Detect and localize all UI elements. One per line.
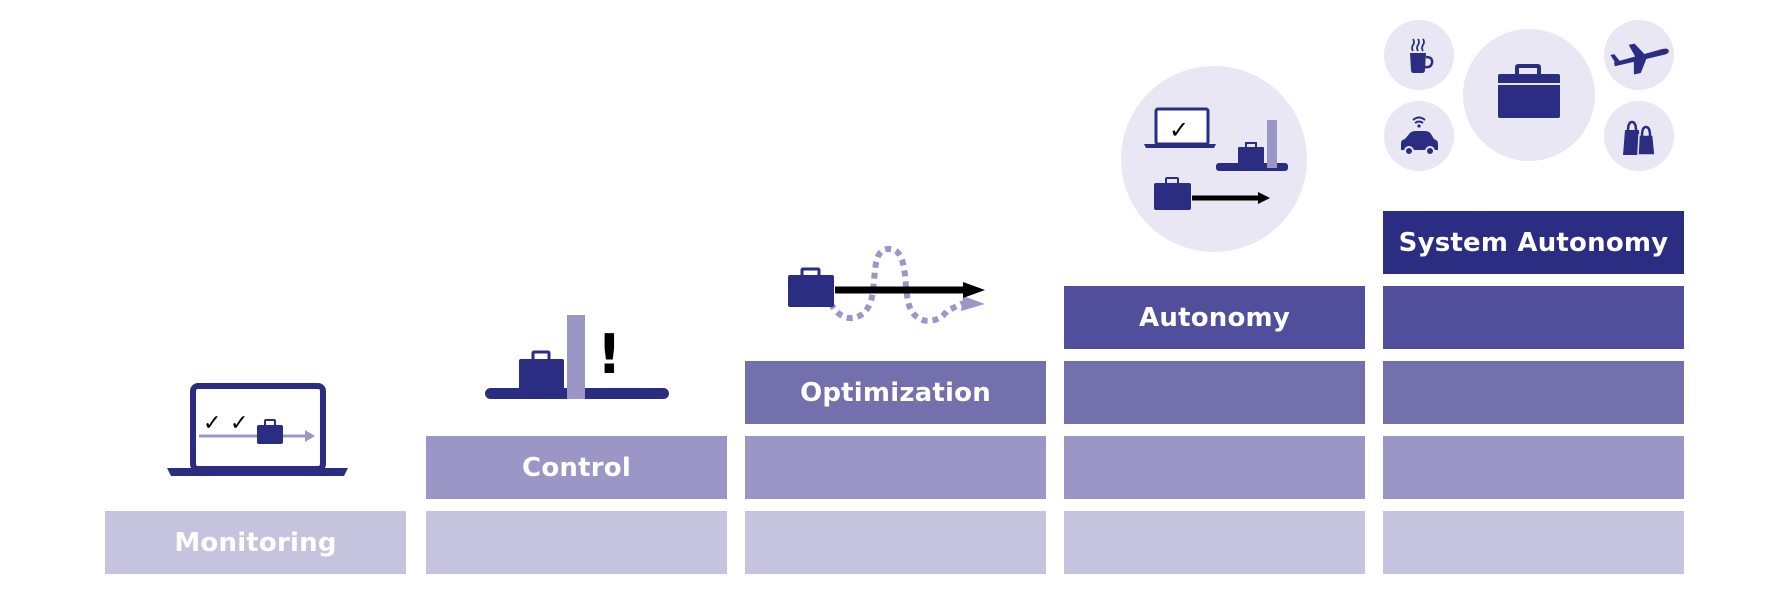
autonomy-level-block: Autonomy <box>1064 286 1365 349</box>
control-base-block <box>426 511 727 574</box>
level-label-system-autonomy: System Autonomy <box>1398 227 1669 258</box>
system-autonomy-stack-block-3 <box>1383 361 1684 424</box>
autonomy-stack-block-3 <box>1064 361 1365 424</box>
airplane-icon <box>1604 20 1674 90</box>
system-autonomy-stack-block-4 <box>1383 286 1684 349</box>
autonomy-stack-block-2 <box>1064 436 1365 499</box>
control-level-block: Control <box>426 436 727 499</box>
checkmark-icon: ✓ <box>203 411 221 436</box>
optimization-stack-block-2 <box>745 436 1046 499</box>
suitcase-route-arrow-icon <box>788 245 985 324</box>
monitoring-level-block: Monitoring <box>105 511 406 574</box>
level-label-monitoring: Monitoring <box>174 527 337 558</box>
connected-car-icon <box>1384 101 1454 171</box>
level-label-control: Control <box>522 452 631 483</box>
level-label-autonomy: Autonomy <box>1139 302 1290 333</box>
suitcase-barrier-alert-icon: ! <box>485 315 669 399</box>
laptop-checkmarks-suitcase-icon: ✓ ✓ <box>167 383 348 476</box>
shopping-bags-icon <box>1604 101 1674 171</box>
autonomy-base-block <box>1064 511 1365 574</box>
system-autonomy-level-block: System Autonomy <box>1383 211 1684 274</box>
system-autonomy-base-block <box>1383 511 1684 574</box>
combined-circle-icon: ✓ <box>1121 66 1307 252</box>
checkmark-icon: ✓ <box>230 411 248 436</box>
alert-exclamation-icon: ! <box>597 323 622 386</box>
suitcase-services-icon <box>1463 29 1595 161</box>
checkmark-icon: ✓ <box>1169 116 1189 144</box>
optimization-level-block: Optimization <box>745 361 1046 424</box>
level-label-optimization: Optimization <box>800 377 991 408</box>
optimization-base-block <box>745 511 1046 574</box>
system-autonomy-stack-block-2 <box>1383 436 1684 499</box>
coffee-cup-icon <box>1384 20 1454 90</box>
